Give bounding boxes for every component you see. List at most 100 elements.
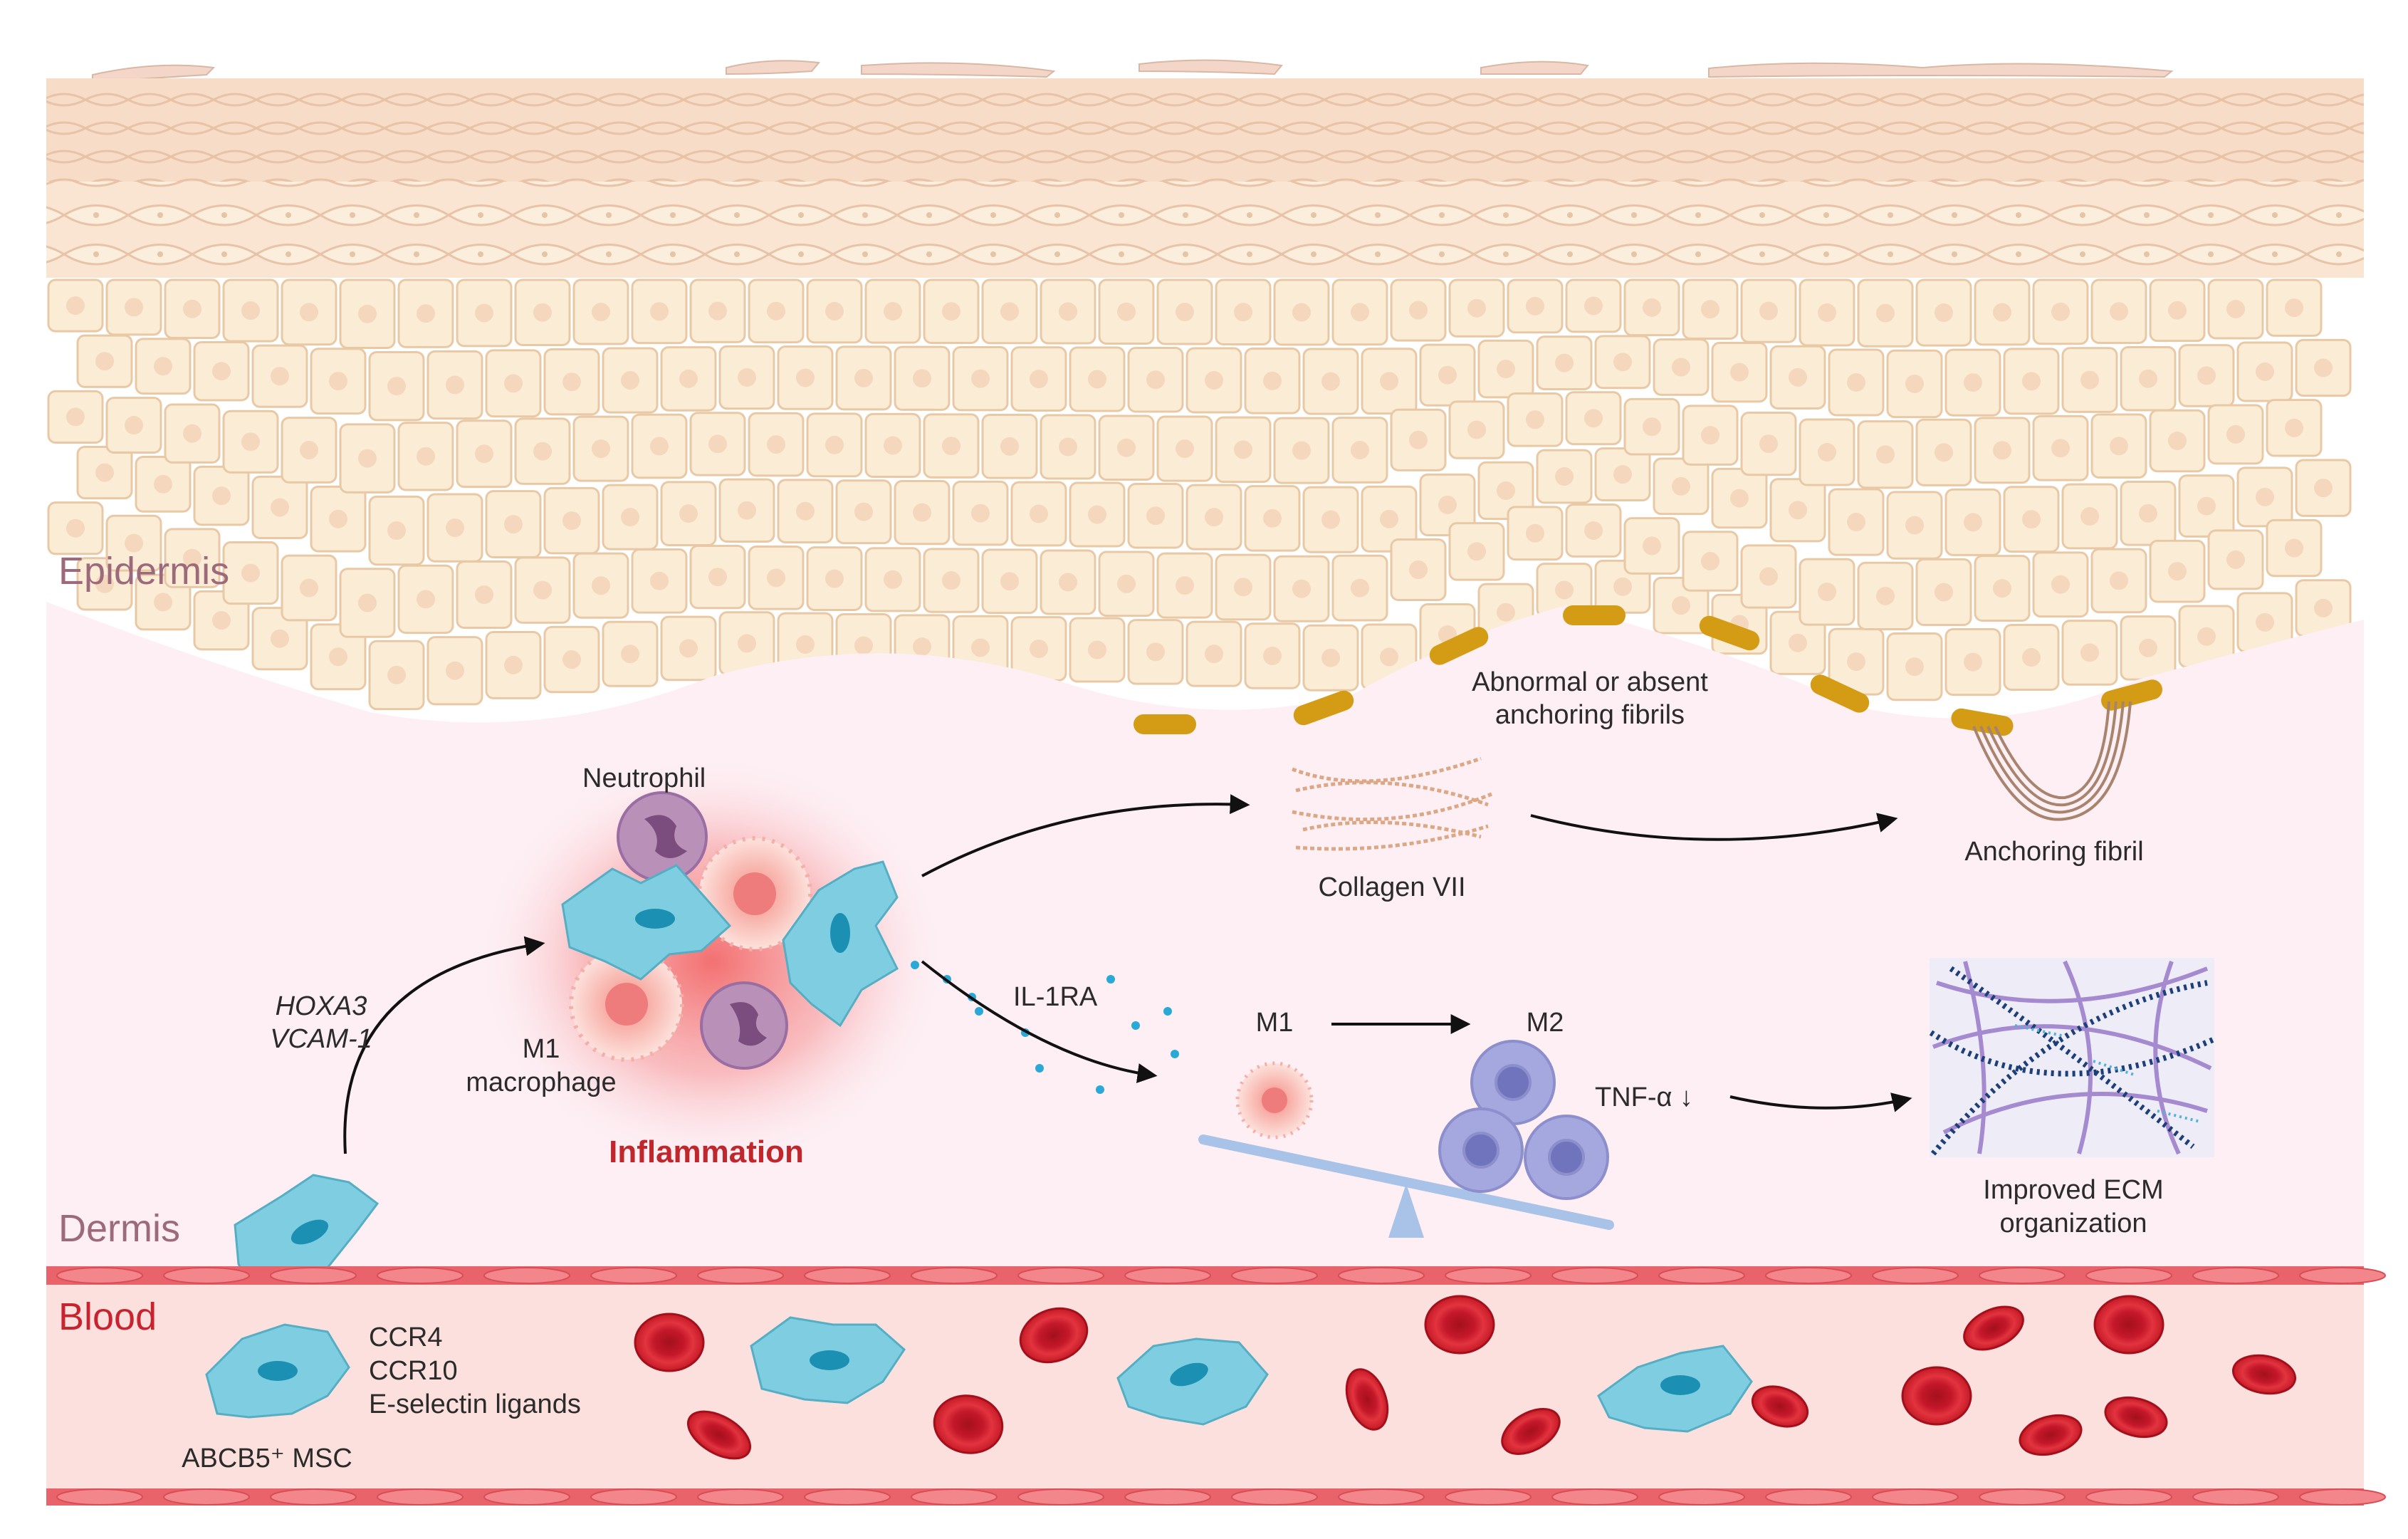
keratinocyte-nucleus — [2139, 504, 2157, 523]
keratinocyte-nucleus — [1467, 542, 1486, 561]
keratinocyte-nucleus — [446, 375, 464, 395]
il-1ra-label: IL-1RA — [1013, 982, 1098, 1012]
keratinocyte-nucleus — [2256, 487, 2274, 506]
keratinocyte-nucleus — [1905, 657, 1924, 677]
keratinocyte-nucleus — [1263, 646, 1282, 665]
keratinocyte-nucleus — [212, 611, 231, 630]
keratinocyte-nucleus — [1643, 298, 1661, 317]
endothelial-cell — [2299, 1267, 2386, 1284]
neutrophil-cell — [617, 791, 708, 882]
keratinocyte-nucleus — [154, 474, 172, 494]
inflammation-label: Inflammation — [609, 1134, 804, 1169]
msc-cell — [750, 1316, 906, 1404]
epidermis-layer — [46, 59, 2364, 711]
keratinocyte-nucleus — [1292, 441, 1311, 460]
keratinocyte-nucleus — [1789, 367, 1807, 387]
keratinocyte-nucleus — [1672, 596, 1690, 615]
stratum-granulosum — [46, 182, 2364, 278]
endothelial-cell — [163, 1488, 250, 1506]
keratinocyte-nucleus — [1818, 583, 1836, 602]
endothelial-cell — [1872, 1267, 1959, 1284]
red-blood-cell — [1424, 1295, 1495, 1355]
msc-cell — [561, 864, 732, 981]
keratinocyte-nucleus — [971, 504, 990, 523]
keratinocyte-nucleus — [2285, 418, 2303, 437]
keratinocyte-nucleus — [1935, 583, 1953, 602]
endothelial-cell — [2085, 1488, 2172, 1506]
keratinocyte-nucleus — [1205, 645, 1223, 664]
keratinocyte-nucleus — [95, 352, 114, 371]
keratinocyte-nucleus — [1818, 303, 1836, 323]
ccr10-label: CCR10 — [369, 1356, 458, 1386]
endothelial-cell — [697, 1488, 784, 1506]
keratinocyte-nucleus — [1701, 300, 1719, 319]
keratinocyte-nucleus — [708, 568, 727, 587]
m1-macrophage-small — [1235, 1061, 1314, 1139]
red-blood-cell — [1019, 1307, 1089, 1364]
keratinocyte-nucleus — [942, 571, 960, 590]
keratinocyte-nucleus — [1876, 586, 1895, 605]
keratinocyte-nucleus — [1497, 481, 1515, 500]
keratinocyte-nucleus — [183, 299, 201, 318]
keratinocyte-nucleus — [1672, 476, 1690, 496]
keratinocyte-nucleus — [708, 301, 727, 320]
keratinocyte-nucleus — [679, 504, 698, 523]
keratinocyte-nucleus — [767, 301, 785, 320]
keratinocyte-nucleus — [125, 533, 143, 553]
keratinocyte-nucleus — [504, 655, 523, 674]
endothelial-cell — [1445, 1267, 1532, 1284]
keratinocyte-nucleus — [1643, 417, 1661, 437]
endothelium — [56, 1267, 2386, 1506]
red-blood-cell — [1501, 1408, 1561, 1455]
keratinocyte-nucleus — [125, 298, 143, 317]
keratinocyte-nucleus — [417, 447, 435, 466]
keratinocyte-nucleus — [2226, 299, 2245, 318]
keratinocyte-nucleus — [1380, 647, 1398, 667]
endothelial-cell — [590, 1488, 677, 1506]
keratinocyte-nucleus — [1964, 652, 1982, 672]
keratinocyte-nucleus — [913, 503, 931, 522]
endothelial-cell — [2192, 1267, 2279, 1284]
keratinocyte-nucleus — [271, 498, 289, 517]
keratinocyte-nucleus — [1088, 505, 1106, 524]
keratinocyte-nucleus — [241, 432, 260, 452]
keratinocyte-nucleus — [183, 548, 201, 568]
keratinocyte-nucleus — [1613, 353, 1632, 372]
keratinocyte-nucleus — [1584, 521, 1603, 540]
endothelial-cell — [1231, 1488, 1318, 1506]
keratinocyte-nucleus — [592, 439, 610, 459]
keratinocyte-nucleus — [1497, 602, 1515, 622]
msc-cell — [205, 1323, 350, 1419]
keratinocyte-nucleus — [1613, 465, 1632, 484]
endothelial-cell — [2192, 1488, 2279, 1506]
keratinocyte-nucleus — [475, 303, 493, 323]
keratinocyte-nucleus — [679, 639, 698, 658]
keratinocyte-nucleus — [2314, 479, 2333, 498]
keratinocyte-cells — [47, 278, 2352, 711]
endothelial-cell — [1338, 1267, 1425, 1284]
keratinocyte-nucleus — [796, 635, 815, 654]
keratinocyte-nucleus — [1876, 445, 1895, 464]
keratinocyte-nucleus — [66, 407, 85, 427]
endothelial-cell — [483, 1267, 570, 1284]
red-blood-cell — [933, 1394, 1004, 1454]
keratinocyte-nucleus — [1935, 303, 1953, 323]
keratinocyte-nucleus — [1030, 639, 1048, 658]
keratinocyte-nucleus — [417, 304, 435, 323]
endothelial-cell — [1551, 1488, 1638, 1506]
keratinocyte-nucleus — [2110, 571, 2128, 590]
endothelial-cell — [1872, 1488, 1959, 1506]
keratinocyte-nucleus — [504, 374, 523, 393]
keratinocyte-nucleus — [1993, 441, 2011, 460]
keratinocyte-nucleus — [1380, 372, 1398, 391]
keratinocyte-nucleus — [1234, 578, 1252, 597]
red-blood-cell — [2104, 1396, 2168, 1439]
red-blood-cell — [1751, 1385, 1809, 1428]
keratinocyte-nucleus — [387, 377, 406, 396]
endothelial-cell — [804, 1488, 891, 1506]
keratinocyte-nucleus — [1789, 633, 1807, 652]
keratinocyte-nucleus — [1146, 506, 1165, 526]
keratinocyte-nucleus — [533, 580, 552, 600]
red-blood-cell — [2019, 1414, 2083, 1456]
keratinocyte-nucleus — [1000, 572, 1019, 591]
